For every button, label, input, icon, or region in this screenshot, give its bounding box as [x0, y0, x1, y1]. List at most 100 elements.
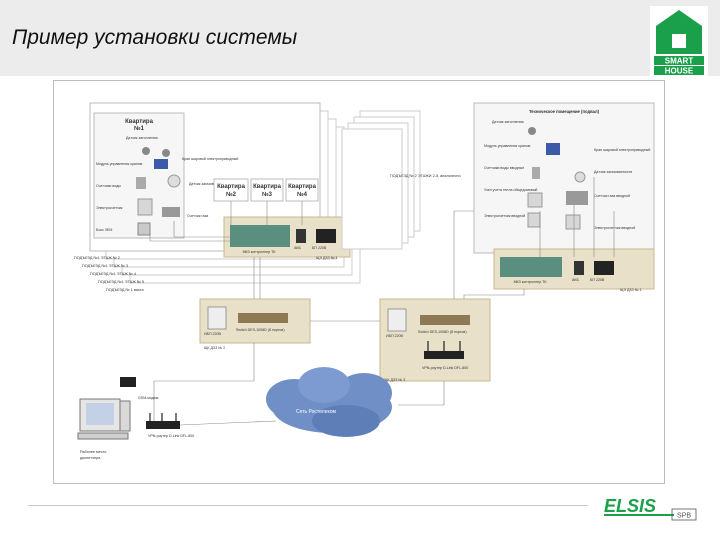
logo-line1: SMART — [665, 57, 694, 66]
stair-label-0: ПОДЪЕЗД №1 ЭТАЖ № 2 — [74, 256, 120, 260]
power-supply-icon — [316, 229, 336, 243]
switch-right-cabinet: ЩК ДЗЗ № 3 — [384, 378, 405, 382]
tech-wiring — [539, 177, 615, 257]
ups-icon — [387, 308, 407, 332]
apartment-2-line1: Квартира — [217, 184, 245, 190]
apartments-2-4: Квартира №2 Квартира №3 Квартира №4 — [213, 178, 319, 202]
apartment-1: Квартира №1 Датчик затопления Модуль упр… — [93, 112, 238, 239]
switch-icon — [420, 315, 470, 325]
workstation-router: VPN-роутер D-Link DFL-800 — [148, 434, 194, 438]
apt1-item-4: Датчик загазованности — [189, 182, 227, 186]
stair-label-2: ПОДЪЕЗД №1 ЭТАЖ № 4 — [90, 272, 136, 276]
switch-right-device1: ИБП 220В — [386, 334, 404, 338]
switch-left-device1: ИБП 220В — [204, 332, 222, 336]
slide-title: Пример установки системы — [12, 26, 298, 49]
house-icon — [656, 10, 702, 54]
switch-icon — [238, 313, 288, 323]
workstation-caption-line1: Рабочее место — [80, 450, 106, 454]
apt1-item-7: Бокс ЗЕМ — [96, 228, 112, 232]
gas-sensor-icon — [167, 174, 181, 188]
router-icon — [424, 351, 464, 359]
tech-room-title: Техническое помещение (подвал) — [529, 109, 600, 114]
controller-left-ibp: АКБ — [294, 246, 301, 250]
gas-sensor-icon — [574, 171, 586, 183]
footer-rule — [28, 505, 588, 506]
stair-label-4: ПОДЪЕЗД № 1 вахта — [106, 288, 144, 292]
battery-icon — [296, 229, 306, 243]
meter-icon — [532, 167, 540, 179]
switch-left-device2: Switch DES-1008D (8 портов) — [236, 328, 285, 332]
tech-item-8: Электросчетчик вводной — [594, 226, 635, 230]
stair-label-3: ПОДЪЕЗД №1 ЭТАЖ № 5 — [98, 280, 144, 284]
electric-meter-icon — [527, 212, 541, 228]
controller-left-bp: БП 220В — [312, 246, 327, 250]
tech-item-5: Узел учета тепла общедомовый — [484, 188, 537, 192]
controller-rack-left: МКЗ контроллер ТК АКБ БП 220В ЩЭ ДЗЗ № 1 — [223, 216, 351, 260]
sensor-icon — [142, 147, 150, 155]
apartment-4-line2: №4 — [297, 191, 308, 198]
tech-item-2: Кран шаровой электроприводный — [594, 148, 650, 152]
valve-icon — [546, 143, 560, 155]
tech-item-6: Счетчик газа вводной — [594, 194, 630, 198]
workstation-modem: GSM-модем — [138, 396, 159, 400]
tech-item-0: Датчик затопления — [492, 120, 524, 124]
apartment-1-title-line1: Квартира — [125, 119, 153, 125]
logo-line2: HOUSE — [665, 67, 694, 76]
gsm-modem-icon — [120, 377, 136, 387]
workstation: GSM-модем VPN-роутер D-Link DFL-800 Рабо… — [77, 377, 277, 460]
apt1-item-3: Счетчики воды — [96, 184, 121, 188]
ups-icon — [207, 306, 227, 330]
controller-icon — [230, 225, 290, 247]
controller-icon — [500, 257, 562, 277]
apt1-item-5: Электросчетчик — [96, 206, 123, 210]
stair-label-1: ПОДЪЕЗД №1 ЭТАЖ № 3 — [82, 264, 128, 268]
apartment-4-line1: Квартира — [288, 184, 316, 190]
network-diagram: Квартира №1 Датчик затопления Модуль упр… — [74, 102, 655, 460]
power-supply-icon — [594, 261, 614, 275]
switch-right-device2: Switch DES-1008D (8 портов) — [418, 330, 467, 334]
apartment-wiring — [149, 201, 303, 242]
tech-room: Техническое помещение (подвал) Датчик за… — [473, 102, 655, 254]
cloud: Сеть Ростелеком — [266, 367, 392, 437]
tech-bp: БП 220В — [590, 278, 605, 282]
controller-rack-tech: МКЗ контроллер ТК АКБ БП 220В ЩЭ ДЗЗ № 1 — [493, 248, 655, 292]
apt1-item-0: Датчик затопления — [126, 136, 158, 140]
apartment-1-title-line2: №1 — [134, 125, 145, 132]
cloud-label: Сеть Ростелеком — [296, 409, 336, 415]
apt1-item-6: Счетчик газа — [187, 214, 208, 218]
controller-left-caption: МКЗ контроллер ТК — [243, 250, 277, 254]
porch-note: ПОДЪЕЗД № 2 ЭТАЖИ 2-5, аналогично — [390, 174, 461, 178]
tech-item-7: Электросчетчик вводной — [484, 214, 525, 218]
electric-meter-icon — [137, 198, 153, 216]
elsis-brand: ELSIS — [604, 496, 656, 516]
gas-meter-icon — [566, 191, 588, 205]
tech-ibp: АКБ — [572, 278, 579, 282]
porch2-sheets: ПОДЪЕЗД № 2 ЭТАЖИ 2-5, аналогично — [341, 110, 461, 250]
tech-cabinet: ЩЭ ДЗЗ № 1 — [620, 288, 642, 292]
switch-right-router: VPN-роутер D-Link DFL-800 — [422, 366, 468, 370]
apartment-3-line1: Квартира — [253, 184, 281, 190]
switch-left-cabinet: ЩК ДЗЗ № 2 — [204, 346, 225, 350]
apt1-item-1: Модуль управления краном — [96, 162, 143, 166]
diagram-frame: Квартира №1 Датчик затопления Модуль упр… — [53, 80, 665, 484]
switch-rack-right: ИБП 220В Switch DES-1008D (8 портов) VPN… — [379, 298, 491, 382]
sensor-icon — [162, 149, 170, 157]
heat-meter-icon — [527, 192, 543, 208]
tech-item-1: Модуль управления краном — [484, 144, 531, 148]
workstation-caption-line2: диспетчера — [80, 456, 101, 460]
gas-meter-icon — [162, 207, 180, 217]
header-band — [0, 0, 720, 76]
stair-labels: ПОДЪЕЗД №1 ЭТАЖ № 2 ПОДЪЕЗД №1 ЭТАЖ № 3 … — [74, 256, 144, 292]
tech-controller-caption: МКЗ контроллер ТК — [514, 280, 548, 284]
meter-icon — [136, 177, 146, 189]
elsis-sub: SPB — [677, 513, 691, 520]
keyboard-icon — [77, 432, 129, 440]
pc-tower-icon — [119, 400, 131, 432]
smart-house-logo: SMART HOUSE — [650, 6, 708, 76]
switch-rack-left: ИБП 220В Switch DES-1008D (8 портов) ЩК … — [199, 298, 311, 350]
elsis-logo: ELSIS SPB — [604, 496, 697, 521]
network-links — [153, 210, 525, 421]
tech-item-3: Счетчики воды вводные — [484, 166, 524, 170]
electric-meter-icon — [565, 214, 581, 230]
box-icon — [137, 222, 151, 236]
